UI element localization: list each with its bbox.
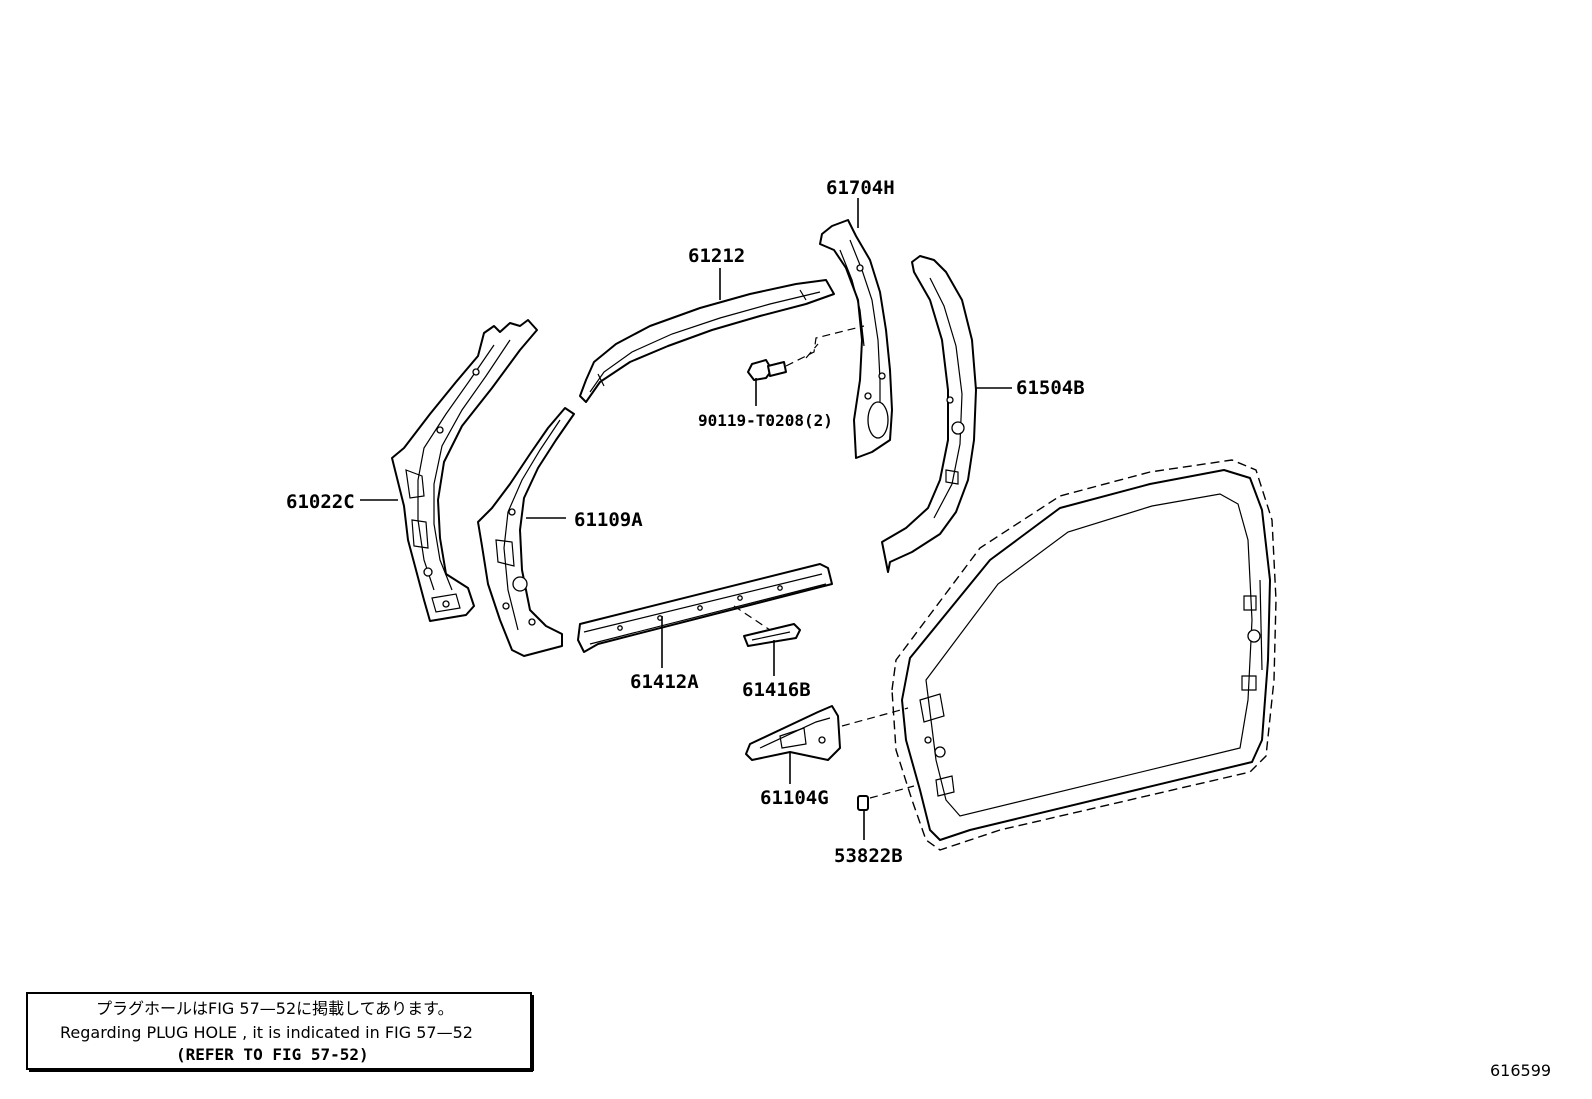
- part-61104g-drawing[interactable]: [745, 705, 841, 761]
- label-61412a[interactable]: 61412A: [630, 671, 699, 693]
- part-53822b-drawing[interactable]: [857, 795, 869, 811]
- part-61212-drawing[interactable]: [579, 279, 835, 403]
- part-61109a-drawing[interactable]: [477, 407, 575, 657]
- label-61212[interactable]: 61212: [688, 245, 745, 267]
- assembly-lines: [733, 325, 915, 799]
- part-61412a-drawing[interactable]: [577, 563, 833, 653]
- part-61504b-drawing[interactable]: [881, 255, 977, 573]
- label-61104g[interactable]: 61104G: [760, 787, 829, 809]
- side-outer-panel-drawing: [891, 459, 1277, 851]
- part-61704h-drawing[interactable]: [819, 219, 893, 459]
- plug-hole-note-box: プラグホールはFIG 57—52に掲載してあります。 Regarding PLU…: [26, 992, 534, 1072]
- label-53822b[interactable]: 53822B: [834, 845, 903, 867]
- part-61416b-drawing[interactable]: [743, 623, 801, 647]
- label-90119-t0208[interactable]: 90119-T0208(2): [698, 411, 833, 430]
- note-english: Regarding PLUG HOLE , it is indicated in…: [60, 1023, 473, 1042]
- note-refer: (REFER TO FIG 57-52): [176, 1045, 369, 1064]
- label-61704h[interactable]: 61704H: [826, 177, 895, 199]
- leader-lines: [360, 198, 1012, 840]
- figure-id: 616599: [1490, 1061, 1551, 1080]
- bolt-90119-drawing[interactable]: [747, 359, 787, 381]
- part-61022c-drawing[interactable]: [391, 319, 538, 622]
- label-61416b[interactable]: 61416B: [742, 679, 811, 701]
- note-japanese: プラグホールはFIG 57—52に掲載してあります。: [96, 999, 454, 1018]
- label-61504b[interactable]: 61504B: [1016, 377, 1085, 399]
- label-61109a[interactable]: 61109A: [574, 509, 643, 531]
- label-61022c[interactable]: 61022C: [286, 491, 355, 513]
